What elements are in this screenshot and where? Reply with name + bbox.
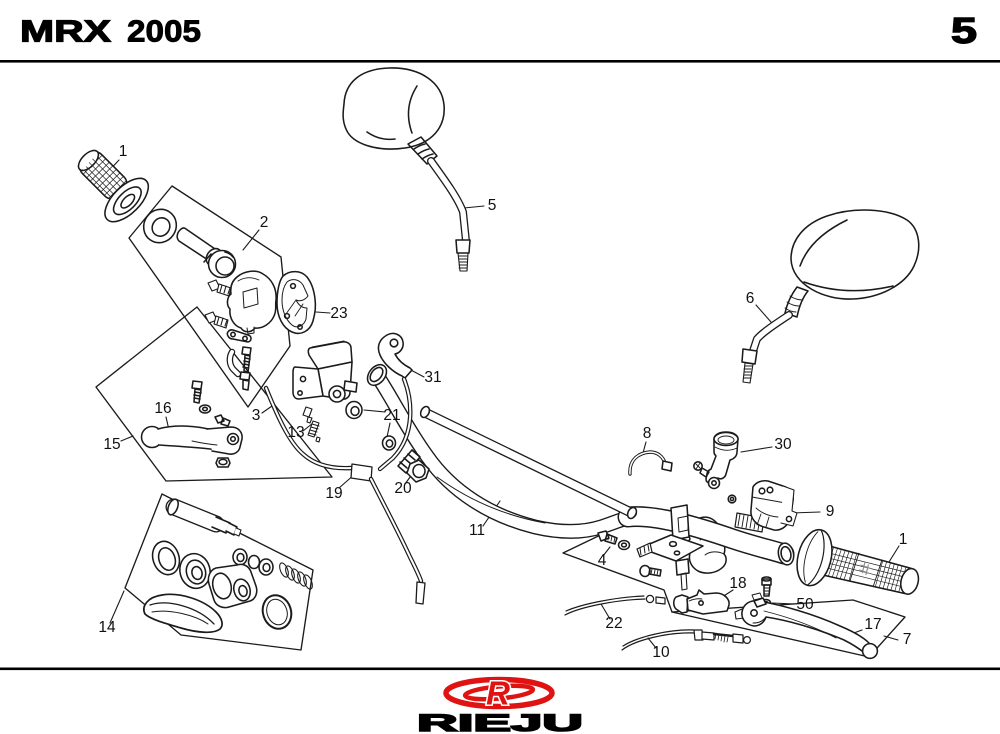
- svg-text:RIEJU: RIEJU: [417, 710, 583, 734]
- svg-text:16: 16: [154, 400, 171, 417]
- svg-text:19: 19: [325, 485, 342, 502]
- svg-text:9: 9: [826, 503, 835, 520]
- svg-text:1: 1: [119, 143, 128, 160]
- svg-text:11: 11: [469, 522, 485, 539]
- svg-text:30: 30: [774, 436, 792, 453]
- svg-text:50: 50: [796, 596, 814, 613]
- svg-text:4: 4: [598, 552, 607, 569]
- svg-text:3: 3: [252, 407, 261, 424]
- svg-text:13: 13: [287, 424, 304, 441]
- svg-text:15: 15: [103, 436, 120, 453]
- svg-text:18: 18: [729, 575, 746, 592]
- svg-text:14: 14: [98, 619, 116, 636]
- svg-text:20: 20: [394, 480, 412, 497]
- svg-text:MRX: MRX: [20, 14, 111, 49]
- svg-text:21: 21: [383, 407, 400, 424]
- svg-text:17: 17: [864, 616, 881, 633]
- svg-text:7: 7: [903, 631, 912, 648]
- svg-text:R: R: [486, 675, 510, 712]
- svg-text:5: 5: [488, 197, 497, 214]
- svg-text:1: 1: [899, 531, 908, 548]
- svg-text:2005: 2005: [127, 14, 201, 49]
- svg-text:5: 5: [951, 10, 977, 51]
- svg-text:2: 2: [260, 214, 269, 231]
- svg-text:22: 22: [605, 615, 622, 632]
- svg-text:6: 6: [746, 290, 755, 307]
- svg-text:8: 8: [643, 425, 652, 442]
- svg-text:10: 10: [652, 644, 670, 661]
- svg-text:31: 31: [424, 369, 441, 386]
- svg-text:23: 23: [330, 305, 347, 322]
